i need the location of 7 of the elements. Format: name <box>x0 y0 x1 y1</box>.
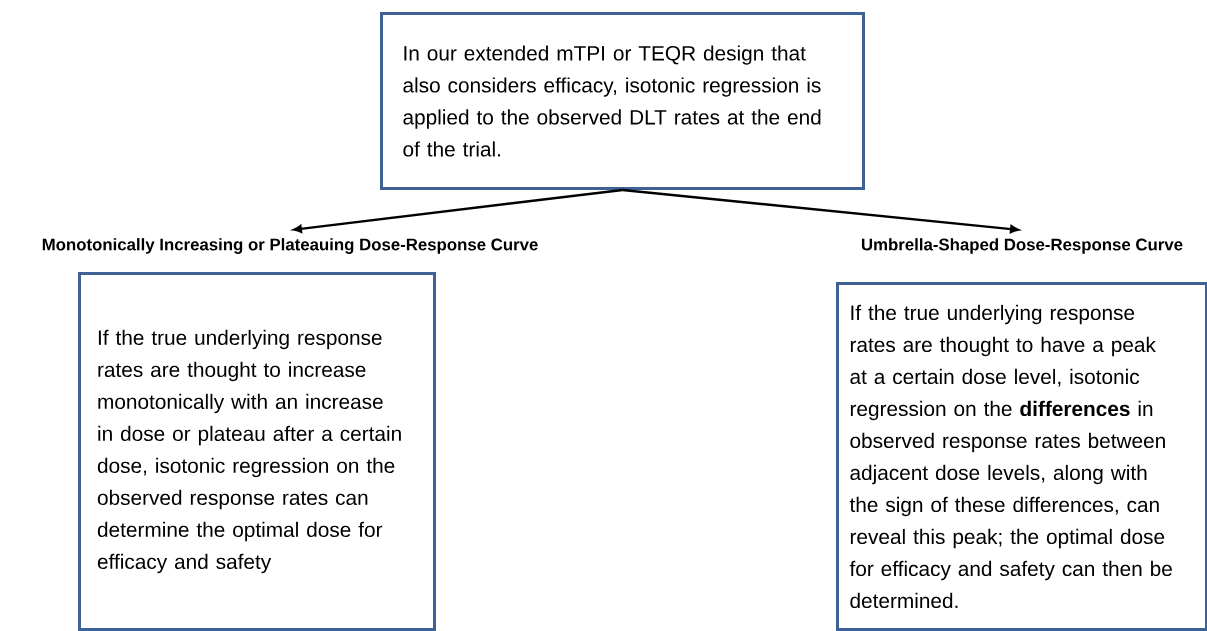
text-box: If the true underlying response rates are thought to increase monotonically with an increase in dose or plateau after a certain dose, isotonic regression on the observed response rates can determine the optimal dose for efficacy and safety <box>78 272 436 631</box>
text-box: If the true underlying response rates are thought to have a peak at a certain dose level, isotonic regression on the differences in observed response rates between adjacent dose levels, along with the sign of these differences, can reveal this peak; the optimal dose for efficacy and safety can then be determined. <box>836 282 1207 631</box>
arrow <box>293 188 623 233</box>
arrow <box>622 188 1019 234</box>
text-box: In our extended mTPI or TEQR design that also considers efficacy, isotonic regression is applied to the observed DLT rates at the end of the trial. <box>380 12 865 190</box>
heading: Umbrella-Shaped Dose-Response Curve <box>861 238 1183 254</box>
heading: Monotonically Increasing or Plateauing Dose-Response Curve <box>42 238 538 254</box>
